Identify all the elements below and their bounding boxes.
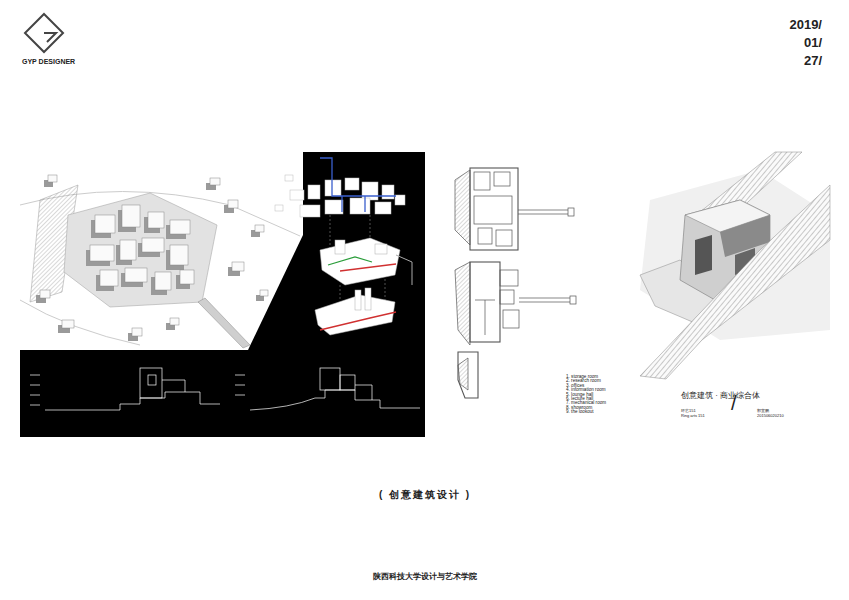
logo-mark bbox=[25, 14, 63, 52]
student-id: 201506020210 bbox=[757, 414, 784, 419]
date-day: 27/ bbox=[804, 54, 822, 69]
site-render bbox=[20, 152, 303, 350]
section-drawings bbox=[30, 368, 420, 410]
floor-plans bbox=[455, 168, 576, 398]
date-year: 2019/ bbox=[789, 18, 822, 33]
brand-name: GYP DESIGNER bbox=[22, 58, 75, 66]
date-month: 01/ bbox=[804, 36, 822, 51]
exploded-axonometric bbox=[275, 158, 412, 335]
board-caption: ( 创意建筑设计 ) bbox=[379, 489, 471, 501]
class-name: 环艺151 bbox=[681, 409, 696, 414]
class-name-en: Ring arts 151 bbox=[681, 414, 705, 419]
school-name: 陕西科技大学设计与艺术学院 bbox=[373, 572, 477, 581]
title-slash: / bbox=[731, 392, 737, 415]
project-title: 创意建筑 · 商业综合体 bbox=[681, 391, 760, 400]
perspective-render bbox=[640, 152, 830, 379]
room-key: 9. the lookout bbox=[566, 409, 594, 414]
author-name: 郭宜鹏 bbox=[757, 409, 769, 414]
render-panel bbox=[20, 152, 425, 437]
